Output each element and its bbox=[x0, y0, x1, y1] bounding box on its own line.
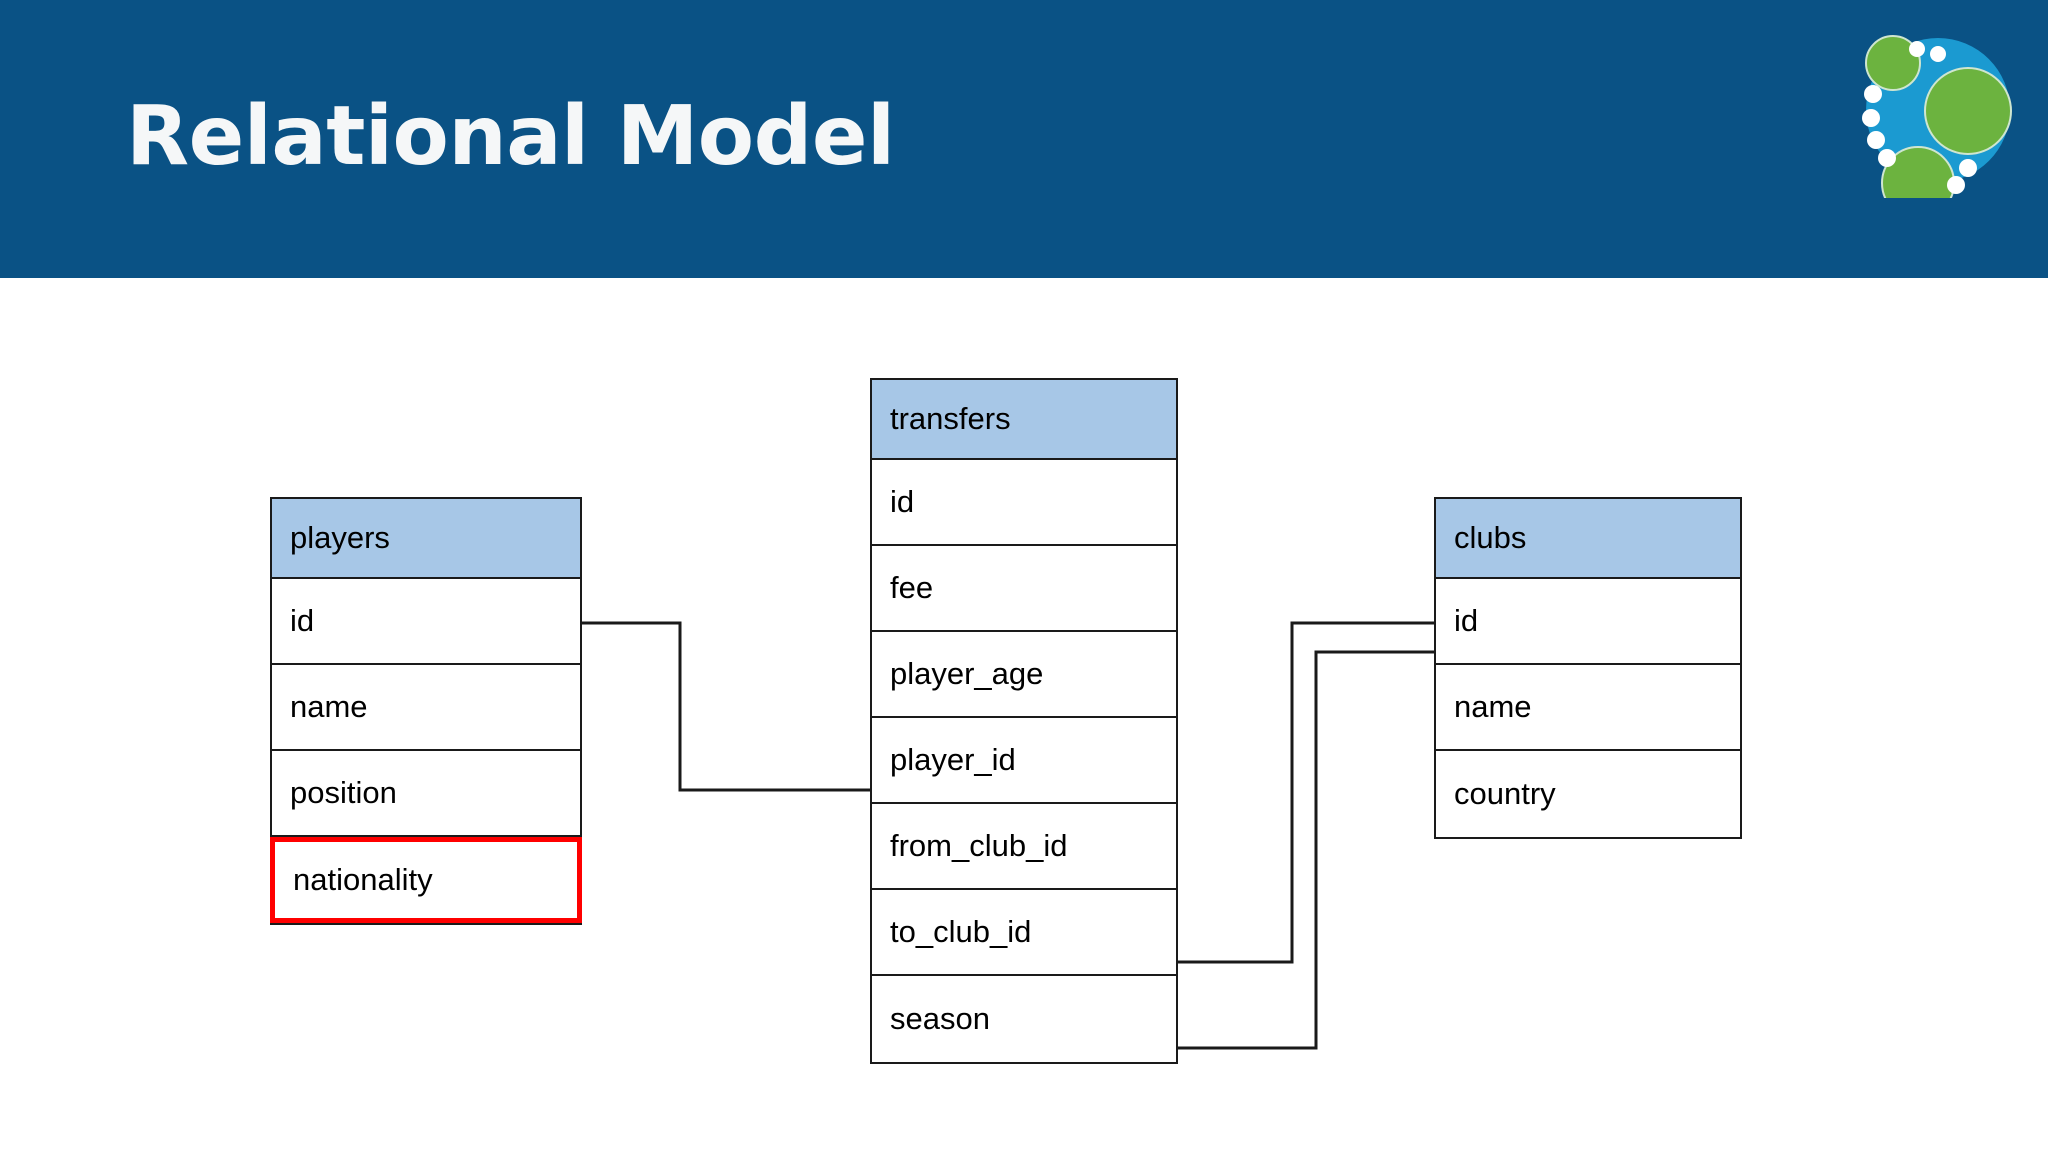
relationship-fromclub-clubs bbox=[1178, 621, 1434, 964]
er-column-transfers-from-club-id[interactable]: from_club_id bbox=[872, 804, 1176, 890]
er-column-clubs-name[interactable]: name bbox=[1436, 665, 1740, 751]
er-column-transfers-player-age[interactable]: player_age bbox=[872, 632, 1176, 718]
er-column-players-name[interactable]: name bbox=[272, 665, 580, 751]
er-column-clubs-country[interactable]: country bbox=[1436, 751, 1740, 837]
relationship-toclub-clubs bbox=[1178, 650, 1434, 1050]
slide-header-bar: Relational Model bbox=[0, 0, 2048, 278]
relationship-connectors bbox=[582, 621, 1434, 1050]
er-column-transfers-id[interactable]: id bbox=[872, 460, 1176, 546]
er-column-players-nationality[interactable]: nationality bbox=[270, 837, 582, 923]
er-column-clubs-id[interactable]: id bbox=[1436, 579, 1740, 665]
er-column-players-id[interactable]: id bbox=[272, 579, 580, 665]
er-table-transfers-title: transfers bbox=[872, 380, 1176, 460]
er-table-players[interactable]: players id name position nationality bbox=[270, 497, 582, 925]
er-column-transfers-to-club-id[interactable]: to_club_id bbox=[872, 890, 1176, 976]
er-column-transfers-player-id[interactable]: player_id bbox=[872, 718, 1176, 804]
graph-database-logo bbox=[1862, 35, 2012, 198]
er-diagram-canvas: players id name position nationality tra… bbox=[0, 278, 2048, 1152]
page-title: Relational Model bbox=[126, 89, 895, 184]
er-column-transfers-season[interactable]: season bbox=[872, 976, 1176, 1062]
er-table-players-title: players bbox=[272, 499, 580, 579]
er-table-transfers[interactable]: transfers id fee player_age player_id fr… bbox=[870, 378, 1178, 1064]
relationship-players-transfers bbox=[582, 621, 870, 792]
er-column-transfers-fee[interactable]: fee bbox=[872, 546, 1176, 632]
er-column-players-position[interactable]: position bbox=[272, 751, 580, 837]
er-table-clubs-title: clubs bbox=[1436, 499, 1740, 579]
er-table-clubs[interactable]: clubs id name country bbox=[1434, 497, 1742, 839]
